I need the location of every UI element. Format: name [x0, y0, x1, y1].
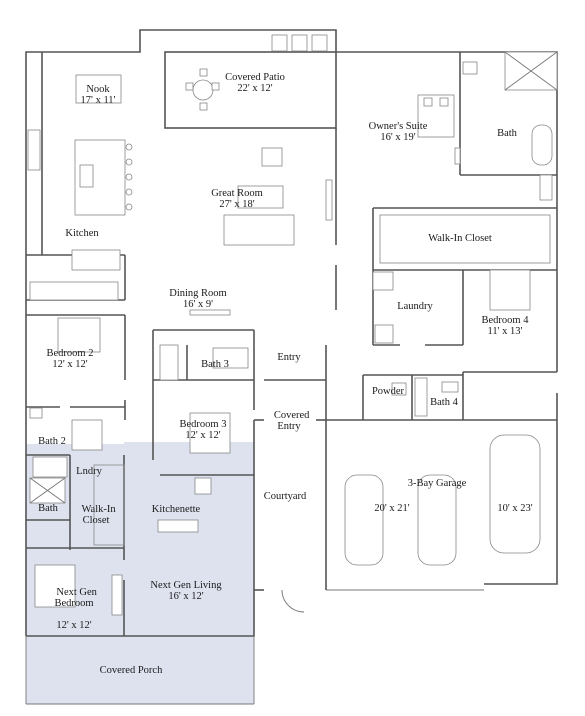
room-label-bath-owner: Bath — [497, 128, 517, 139]
room-label-laundry: Laundry — [397, 301, 433, 312]
room-label-bedroom-4: Bedroom 4 11' x 13' — [481, 315, 529, 337]
room-label-owners-suite: Owner's Suite 16' x 19' — [368, 121, 428, 143]
next-gen-furniture — [29, 464, 212, 616]
room-label-bath-2: Bath 2 — [38, 436, 66, 447]
room-label-powder: Powder — [371, 386, 405, 397]
room-label-next-gen-living: Next Gen Living 16' x 12' — [150, 580, 222, 602]
room-label-courtyard: Courtyard — [263, 491, 307, 502]
room-label-entry: Entry — [277, 352, 301, 363]
covered-patio-outline — [164, 34, 337, 129]
room-label-bath-3: Bath 3 — [201, 359, 229, 370]
room-label-bedroom-3: Bedroom 3 12' x 12' — [179, 419, 227, 441]
room-label-nook: Nook 17' x 11' — [80, 84, 116, 106]
room-label-bath-nextgen: Bath — [38, 503, 58, 514]
room-label-great-room: Great Room 27' x 18' — [211, 188, 263, 210]
garage-cars — [344, 434, 541, 566]
room-label-three-bay-garage: 3-Bay Garage — [407, 478, 467, 489]
walk-in-closet-shelf — [379, 214, 551, 264]
room-label-kitchenette: Kitchenette — [151, 504, 201, 515]
room-label-covered-entry: Covered Entry — [273, 410, 310, 432]
room-label-bath-4: Bath 4 — [430, 397, 458, 408]
room-label-garage-bay-a: 20' x 21' — [374, 503, 410, 514]
room-label-walk-in-closet: Walk-In Closet — [428, 233, 492, 244]
room-label-next-gen-bedroom: Next Gen Bedroom 12' x 12' — [54, 587, 97, 631]
courtyard-walls — [254, 379, 326, 613]
great-room-furniture — [189, 147, 333, 316]
room-label-lndry: Lndry — [76, 466, 102, 477]
room-label-covered-porch: Covered Porch — [99, 665, 163, 676]
room-label-covered-patio: Covered Patio 22' x 12' — [225, 72, 285, 94]
room-label-garage-bay-b: 10' x 23' — [497, 503, 533, 514]
owners-suite-furniture — [417, 51, 558, 201]
room-label-dining-room: Dining Room 16' x 9' — [169, 288, 227, 310]
room-label-kitchen: Kitchen — [65, 228, 99, 239]
room-label-walk-in-closet-nextgen: Walk-In Closet — [81, 504, 116, 526]
kitchen-fixtures — [27, 74, 133, 301]
bedroom-4-furniture — [372, 269, 531, 417]
room-label-bedroom-2: Bedroom 2 12' x 12' — [46, 348, 94, 370]
bedroom-furniture — [29, 317, 249, 478]
